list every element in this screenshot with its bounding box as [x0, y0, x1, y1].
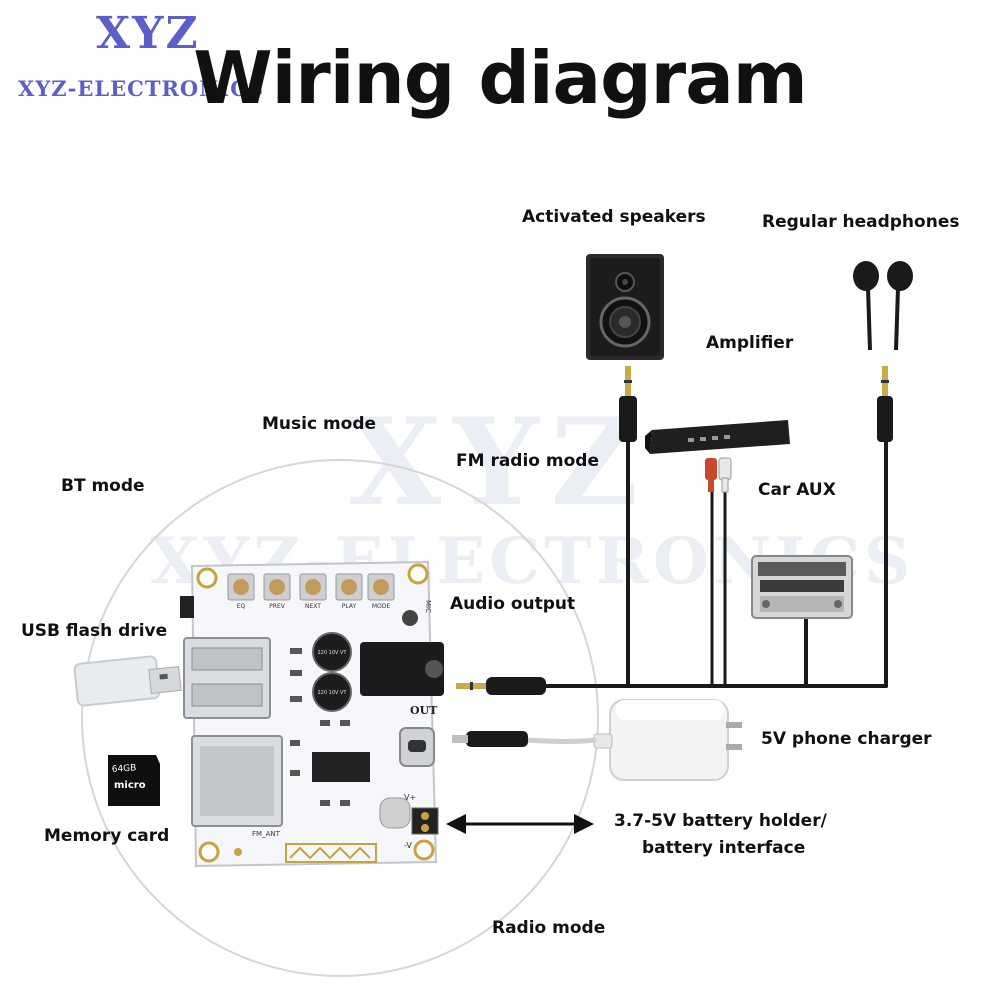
label-battery-line2: battery interface	[642, 838, 806, 858]
label-memory-card: Memory card	[44, 826, 170, 846]
fm-ant-label: FM_ANT	[252, 830, 281, 838]
audio-output-plug-icon	[456, 677, 546, 695]
label-usb-flash-drive: USB flash drive	[21, 621, 168, 641]
label-fm-radio-mode: FM radio mode	[456, 451, 599, 471]
phone-charger-icon	[593, 699, 742, 781]
vminus-label: -V	[404, 841, 412, 850]
brand-subtitle: XYZ-ELECTRONICS	[18, 76, 265, 101]
button-label-eq: EQ	[237, 603, 246, 610]
car-radio-icon	[751, 555, 853, 619]
label-activated-speakers: Activated speakers	[522, 207, 706, 227]
amplifier-icon	[645, 420, 790, 454]
speaker-icon	[586, 254, 664, 360]
label-audio-output: Audio output	[450, 594, 576, 614]
label-car-aux: Car AUX	[758, 480, 836, 500]
headphones-icon	[853, 261, 913, 442]
button-label-play: PLAY	[342, 603, 357, 610]
usb-flash-drive-icon	[73, 655, 182, 707]
label-phone-charger: 5V phone charger	[761, 729, 932, 749]
button-label-prev: PREV	[269, 603, 286, 610]
label-radio-mode: Radio mode	[492, 918, 606, 938]
brand-logo: XYZ	[96, 8, 200, 59]
charger-cable	[452, 731, 597, 747]
sd-brand: micro	[114, 780, 146, 791]
out-label: OUT	[410, 704, 438, 717]
label-music-mode: Music mode	[262, 414, 377, 434]
tactile-buttons	[227, 573, 395, 601]
mode-circle	[81, 459, 599, 977]
label-regular-headphones: Regular headphones	[762, 212, 960, 232]
speaker-jack-icon	[619, 366, 637, 442]
button-label-next: NEXT	[305, 603, 321, 610]
cap-label-2: 220 10V VT	[318, 690, 348, 696]
sd-capacity: 64GB	[112, 763, 137, 775]
vplus-label: V+	[404, 793, 416, 802]
label-battery-line1: 3.7-5V battery holder/	[614, 811, 827, 831]
mic-label: MIC	[424, 600, 432, 613]
label-amplifier: Amplifier	[706, 333, 794, 353]
memory-card-icon	[108, 755, 160, 806]
button-label-mode: MODE	[372, 603, 391, 610]
battery-arrow	[446, 814, 594, 834]
label-bt-mode: BT mode	[61, 476, 145, 496]
board	[180, 560, 444, 868]
cap-label-1: 220 10V VT	[318, 650, 348, 656]
page-title: Wiring diagram	[193, 36, 808, 120]
rca-plugs-icon	[705, 457, 732, 493]
cable-bus	[543, 438, 888, 688]
